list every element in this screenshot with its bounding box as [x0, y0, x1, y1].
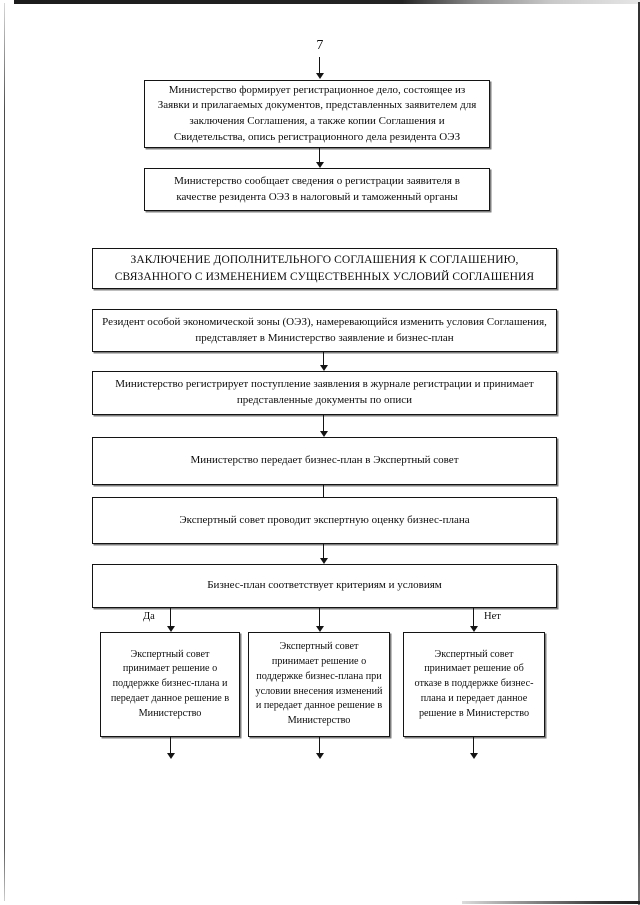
flow-box-approve-support: Экспертный совет принимает решение о под… — [100, 632, 240, 737]
flow-box-text: Министерство сообщает сведения о регистр… — [174, 174, 460, 203]
arrow-to-forward-business-plan — [318, 415, 329, 437]
flow-box-resident-submits-application: Резидент особой экономической зоны (ОЭЗ)… — [92, 309, 557, 352]
scan-edge-bottom — [462, 901, 640, 904]
flow-box-text: Министерство формирует регистрационное д… — [157, 83, 477, 143]
section-title-banner: ЗАКЛЮЧЕНИЕ ДОПОЛНИТЕЛЬНОГО СОГЛАШЕНИЯ К … — [92, 248, 557, 289]
flow-box-approve-with-changes: Экспертный совет принимает решение о под… — [248, 632, 390, 737]
flow-box-text: Резидент особой экономической зоны (ОЭЗ)… — [102, 315, 547, 344]
section-title-text: ЗАКЛЮЧЕНИЕ ДОПОЛНИТЕЛЬНОГО СОГЛАШЕНИЯ К … — [114, 253, 535, 283]
flow-box-ministry-forwards-business-plan: Министерство передает бизнес-план в Эксп… — [92, 437, 557, 485]
arrow-branch-no — [468, 608, 479, 632]
flow-box-text: Экспертный совет принимает решение о под… — [255, 641, 383, 727]
arrow-to-ministry-registers — [318, 352, 329, 371]
scan-edge-top — [14, 0, 640, 4]
scan-edge-left — [4, 3, 5, 901]
scan-edge-right — [638, 2, 640, 905]
flow-box-text: Экспертный совет принимает решение о под… — [110, 648, 230, 719]
branch-label-yes: Да — [143, 611, 155, 622]
page-number: 7 — [316, 38, 324, 53]
arrow-exit-approve-with-changes — [314, 737, 325, 759]
flow-box-expert-council-evaluates: Экспертный совет проводит экспертную оце… — [92, 497, 557, 544]
flow-box-text: Экспертный совет проводит экспертную оце… — [179, 513, 470, 526]
arrow-step-1-to-2 — [314, 148, 325, 168]
flow-box-ministry-registers-application: Министерство регистрирует поступление за… — [92, 371, 557, 415]
arrow-branch-yes — [165, 608, 176, 632]
flow-box-text: Экспертный совет принимает решение об от… — [414, 648, 534, 719]
flow-box-text: Министерство передает бизнес-план в Эксп… — [190, 454, 459, 467]
arrow-exit-approve-support — [165, 737, 176, 759]
branch-label-no: Нет — [484, 611, 501, 622]
flow-box-form-registration-file: Министерство формирует регистрационное д… — [144, 80, 490, 148]
decision-text: Бизнес-план соответствует критериям и ус… — [207, 579, 442, 592]
arrow-branch-middle — [314, 608, 325, 632]
arrow-exit-reject-support — [468, 737, 479, 759]
flow-box-reject-support: Экспертный совет принимает решение об от… — [403, 632, 545, 737]
flow-box-text: Министерство регистрирует поступление за… — [115, 378, 534, 406]
flow-box-notify-tax-customs: Министерство сообщает сведения о регистр… — [144, 168, 490, 211]
arrow-to-decision — [318, 544, 329, 564]
arrow-into-step-1 — [314, 57, 325, 79]
flow-box-business-plan-meets-criteria: Бизнес-план соответствует критериям и ус… — [92, 564, 557, 608]
